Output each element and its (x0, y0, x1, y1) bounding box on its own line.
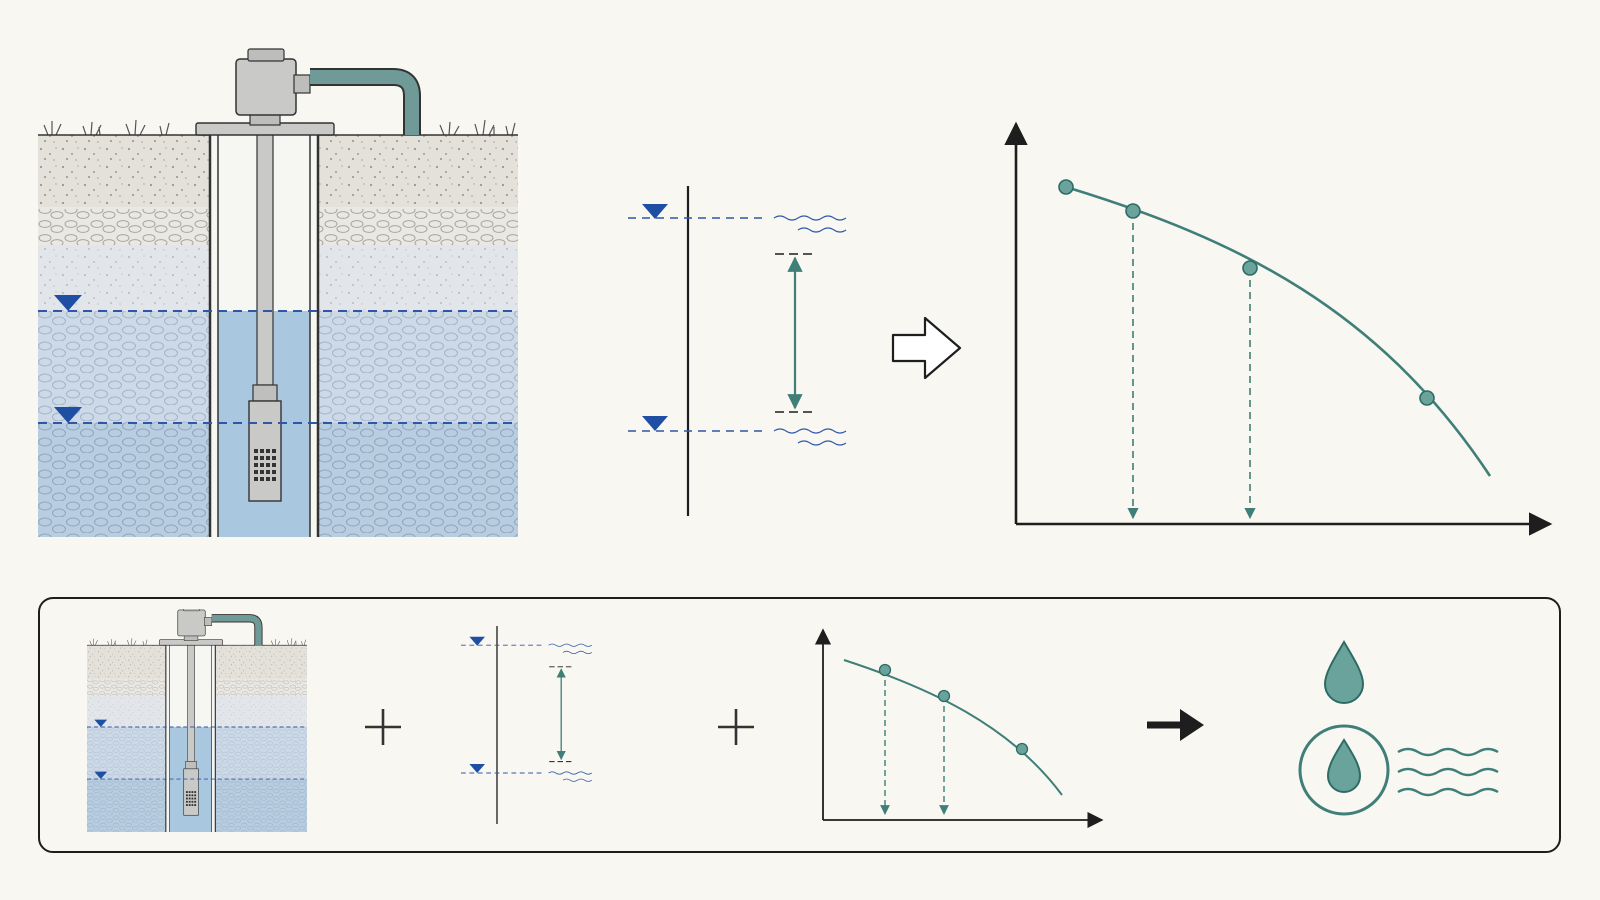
plus-icon (365, 709, 401, 745)
curve-point-1 (1058, 179, 1074, 195)
drawdown-scale-thumbnail (461, 626, 592, 824)
water-drop-in-circle-icon (1298, 724, 1390, 816)
well-cross-section-thumbnail (87, 605, 307, 832)
outline-right-arrow-icon (891, 316, 962, 380)
curve-point-2 (1125, 203, 1141, 219)
pump-performance-curve-thumbnail (814, 628, 1104, 829)
pump-performance-curve (1004, 121, 1553, 536)
drawdown-scale (628, 186, 846, 516)
curve-point-3 (1242, 260, 1258, 276)
water-drop-icon (1323, 640, 1365, 704)
performance-curve-line (1065, 185, 1492, 477)
well-cross-section (38, 49, 518, 537)
wave-lines-icon (1397, 747, 1499, 797)
summary-panel (38, 597, 1561, 853)
curve-point-4 (1419, 390, 1435, 406)
right-arrow-icon (1147, 709, 1204, 741)
plus-icon (718, 709, 754, 745)
